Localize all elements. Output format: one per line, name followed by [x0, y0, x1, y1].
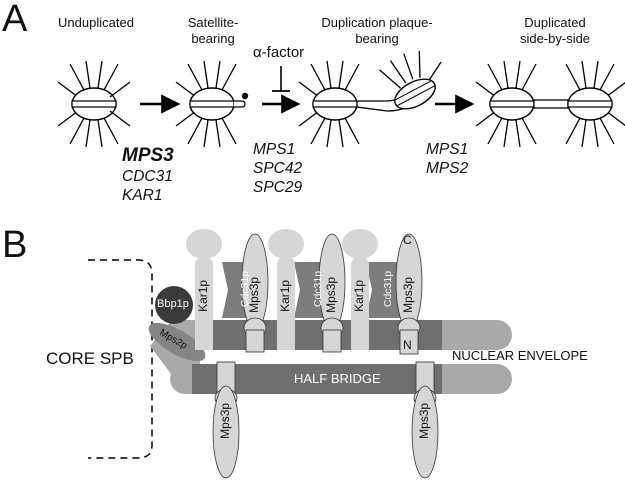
- mps3p-label-upper-2: Mps3p: [324, 276, 339, 313]
- stage-label-unduplicated: Unduplicated: [58, 15, 134, 30]
- gene-mps1-b: MPS1: [426, 141, 469, 158]
- kar1p-3: [342, 229, 378, 350]
- bbp1p-shape: [155, 286, 193, 324]
- kar1p-label-1: Kar1p: [196, 279, 211, 312]
- cdc31p-label-2: Cdc31p: [311, 270, 324, 308]
- bridge: [533, 99, 569, 109]
- spb-plaque-bearing: [298, 50, 442, 148]
- mps3p-label-upper-1: Mps3p: [247, 276, 262, 313]
- stage-label-plaque-line1: Duplication plaque-: [321, 15, 433, 30]
- panel-b-label: B: [2, 224, 28, 266]
- spb-unduplicated: [57, 60, 131, 148]
- core-spb-label: CORE SPB: [46, 349, 134, 368]
- gene-mps2: MPS2: [426, 160, 469, 177]
- bbp1p-label: Bbp1p: [157, 298, 189, 310]
- stage-label-duplicated-line1: Duplicated: [524, 15, 586, 30]
- core-spb-outline: [88, 259, 153, 459]
- spb-satellite-bearing: [175, 60, 249, 148]
- alpha-factor-label: α-factor: [253, 44, 305, 61]
- mps3p-label-lower-1: Mps3p: [218, 402, 233, 439]
- spb-duplicated-left: [475, 60, 537, 148]
- stage-label-plaque-line2: bearing: [355, 31, 399, 46]
- terminus-n-label: N: [403, 338, 412, 352]
- mps3p-label-upper-3: Mps3p: [401, 276, 416, 313]
- stage-label-duplicated-line2: side-by-side: [519, 31, 591, 46]
- mps3p-lower-2: [411, 361, 439, 479]
- mps3p-label-lower-2: Mps3p: [417, 402, 432, 439]
- stage-label-satellite-line2: bearing: [191, 31, 235, 46]
- kar1p-label-2: Kar1p: [278, 279, 293, 312]
- mps3p-lower-1: [212, 361, 240, 479]
- gene-spc29: SPC29: [253, 179, 303, 196]
- cdc31p-label-3: Cdc31p: [381, 270, 394, 308]
- gene-kar1: KAR1: [122, 187, 163, 204]
- nuclear-envelope-label: NUCLEAR ENVELOPE: [452, 348, 588, 363]
- gene-mps3: MPS3: [122, 145, 174, 166]
- mps3p-upper-2: [318, 233, 346, 353]
- kar1p-1: [186, 229, 222, 350]
- gene-cdc31: CDC31: [122, 168, 173, 185]
- gene-spc42: SPC42: [253, 160, 303, 177]
- gene-mps1-a: MPS1: [253, 141, 296, 158]
- mps2p-shape: [148, 322, 206, 362]
- terminus-c-label: C: [403, 233, 412, 247]
- kar1p-2: [268, 229, 304, 350]
- stage-label-satellite-line1: Satellite-: [187, 15, 239, 30]
- satellite-dot: [241, 92, 249, 100]
- kar1p-label-3: Kar1p: [352, 279, 367, 312]
- half-bridge-label: HALF BRIDGE: [294, 371, 381, 386]
- spb-duplicated-right: [565, 60, 625, 148]
- mps3p-upper-1: [241, 233, 269, 353]
- panel-a-label: A: [2, 0, 28, 40]
- mps3p-upper-3: [395, 233, 423, 355]
